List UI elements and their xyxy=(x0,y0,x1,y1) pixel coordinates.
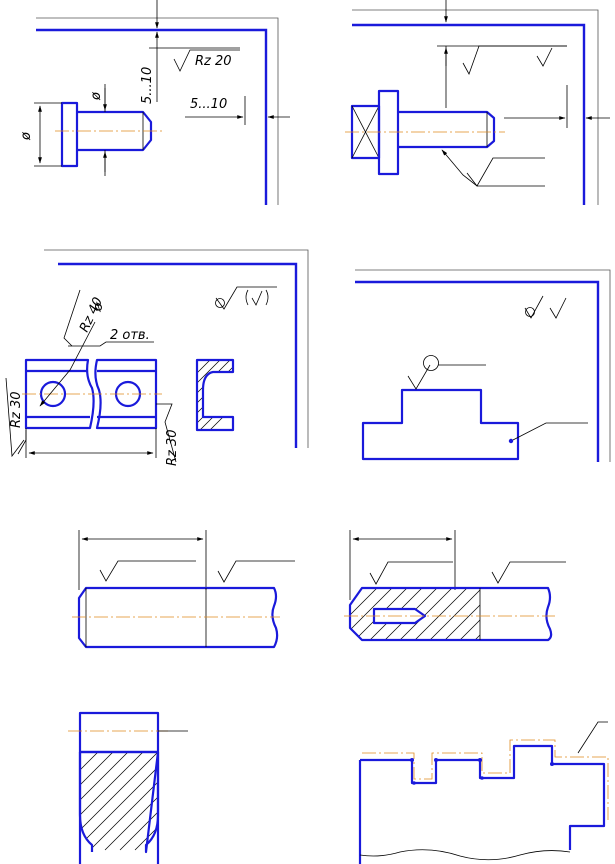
figure-1-shaft-with-head: ø ø 5...10 Rz 20 5...10 xyxy=(19,0,290,205)
fig8-break-line xyxy=(359,849,571,861)
fig1-head xyxy=(60,101,79,168)
figure-5-shaft xyxy=(72,530,295,649)
fig2-leader-roughness xyxy=(466,157,545,187)
figure-7-web-section xyxy=(68,711,188,864)
fig6-roughness-left xyxy=(369,561,453,585)
fig3-rz40-label: Rz 40 xyxy=(77,295,106,334)
fig3-plate-right xyxy=(94,358,158,430)
fig6-shaft-body xyxy=(348,586,553,642)
fig5-roughness-left xyxy=(99,560,196,582)
fig2-shank xyxy=(398,110,496,149)
fig1-shank-phi-label: ø xyxy=(89,91,104,101)
fig8-profile xyxy=(360,744,606,850)
fig4-outer-frame-line xyxy=(355,269,611,462)
fig2-leader-line xyxy=(441,149,545,187)
fig4-circle-symbol xyxy=(423,355,439,371)
fig4-stepped-part xyxy=(361,388,520,461)
fig3-frame-border xyxy=(58,262,298,448)
fig2-roughness-check xyxy=(536,47,553,67)
fig8-offset-line xyxy=(362,739,609,820)
fig3-roughness-symbol-top xyxy=(215,286,277,310)
fig1-frame-border xyxy=(36,28,268,205)
figure-2-bolt xyxy=(345,0,610,205)
fig5-roughness-right xyxy=(217,560,295,583)
fig3-hole-leader xyxy=(39,321,96,407)
fig3-holes-label: 2 отв. xyxy=(110,328,150,343)
fig3-outer-frame-line xyxy=(44,249,309,448)
fig1-outer-frame-line xyxy=(36,17,279,205)
fig1-roughness-label: Rz 20 xyxy=(195,54,232,69)
fig4-frame-border xyxy=(355,280,600,462)
fig2-frame-border xyxy=(352,23,586,205)
fig3-channel-section xyxy=(195,358,235,432)
fig3-section-hatch xyxy=(197,360,233,430)
fig4-leader xyxy=(510,422,588,442)
fig2-outer-frame-line xyxy=(352,9,599,205)
fig3-rz40-symbol xyxy=(63,289,81,347)
fig7-web-outline xyxy=(78,750,160,854)
fig3-plate-left xyxy=(24,358,95,430)
figure-4-stepped-block xyxy=(355,269,611,462)
fig6-roughness-right xyxy=(491,561,566,584)
fig2-roughness-symbol xyxy=(462,45,567,75)
fig6-section-hatch xyxy=(350,588,480,640)
fig7-section-hatch xyxy=(80,752,158,851)
fig2-head-flange xyxy=(377,89,400,176)
figure-3-channel-plate: Rz 40 ø 2 отв. Rz 30 Rz 30 xyxy=(5,249,309,466)
fig1-roughness-symbol xyxy=(173,49,240,72)
fig1-horizontal-dim-label: 5...10 xyxy=(190,97,227,112)
fig1-head-phi-label: ø xyxy=(19,131,34,141)
fig5-shaft-body xyxy=(77,586,279,649)
fig7-top-block xyxy=(78,711,160,754)
fig3-rz30-left-label: Rz 30 xyxy=(9,391,24,428)
figure-6-shaft-section xyxy=(344,530,566,642)
fig8-leader xyxy=(577,721,608,754)
figure-8-toothed-profile xyxy=(358,721,609,864)
fig3-rz30-right-label: Rz 30 xyxy=(165,429,180,466)
fig1-vertical-dim-label: 5...10 xyxy=(140,67,155,104)
